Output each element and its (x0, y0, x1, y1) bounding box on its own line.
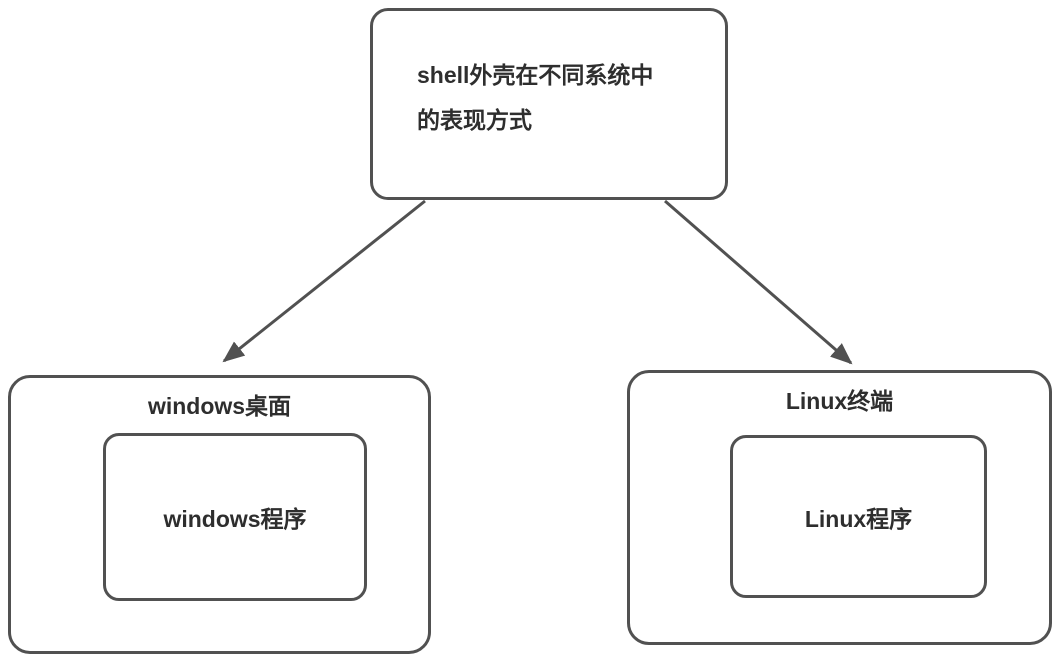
linux-program-label: Linux程序 (804, 505, 913, 532)
root-node-text: shell外壳在不同系统中 的表现方式 (373, 11, 725, 143)
linux-terminal-label: Linux终端 (785, 388, 894, 414)
root-node-text-line1: shell外壳在不同系统中 (417, 62, 654, 88)
root-node-text-line2: 的表现方式 (417, 107, 532, 133)
arrow-root-to-windows-desktop (222, 199, 426, 363)
windows-program-node: windows程序 (103, 433, 367, 601)
linux-program-node: Linux程序 (730, 435, 987, 598)
root-node: shell外壳在不同系统中 的表现方式 (370, 8, 728, 200)
arrow-root-to-linux-terminal (664, 199, 853, 365)
windows-program-label: windows程序 (163, 506, 307, 532)
windows-desktop-label: windows桌面 (147, 393, 292, 419)
